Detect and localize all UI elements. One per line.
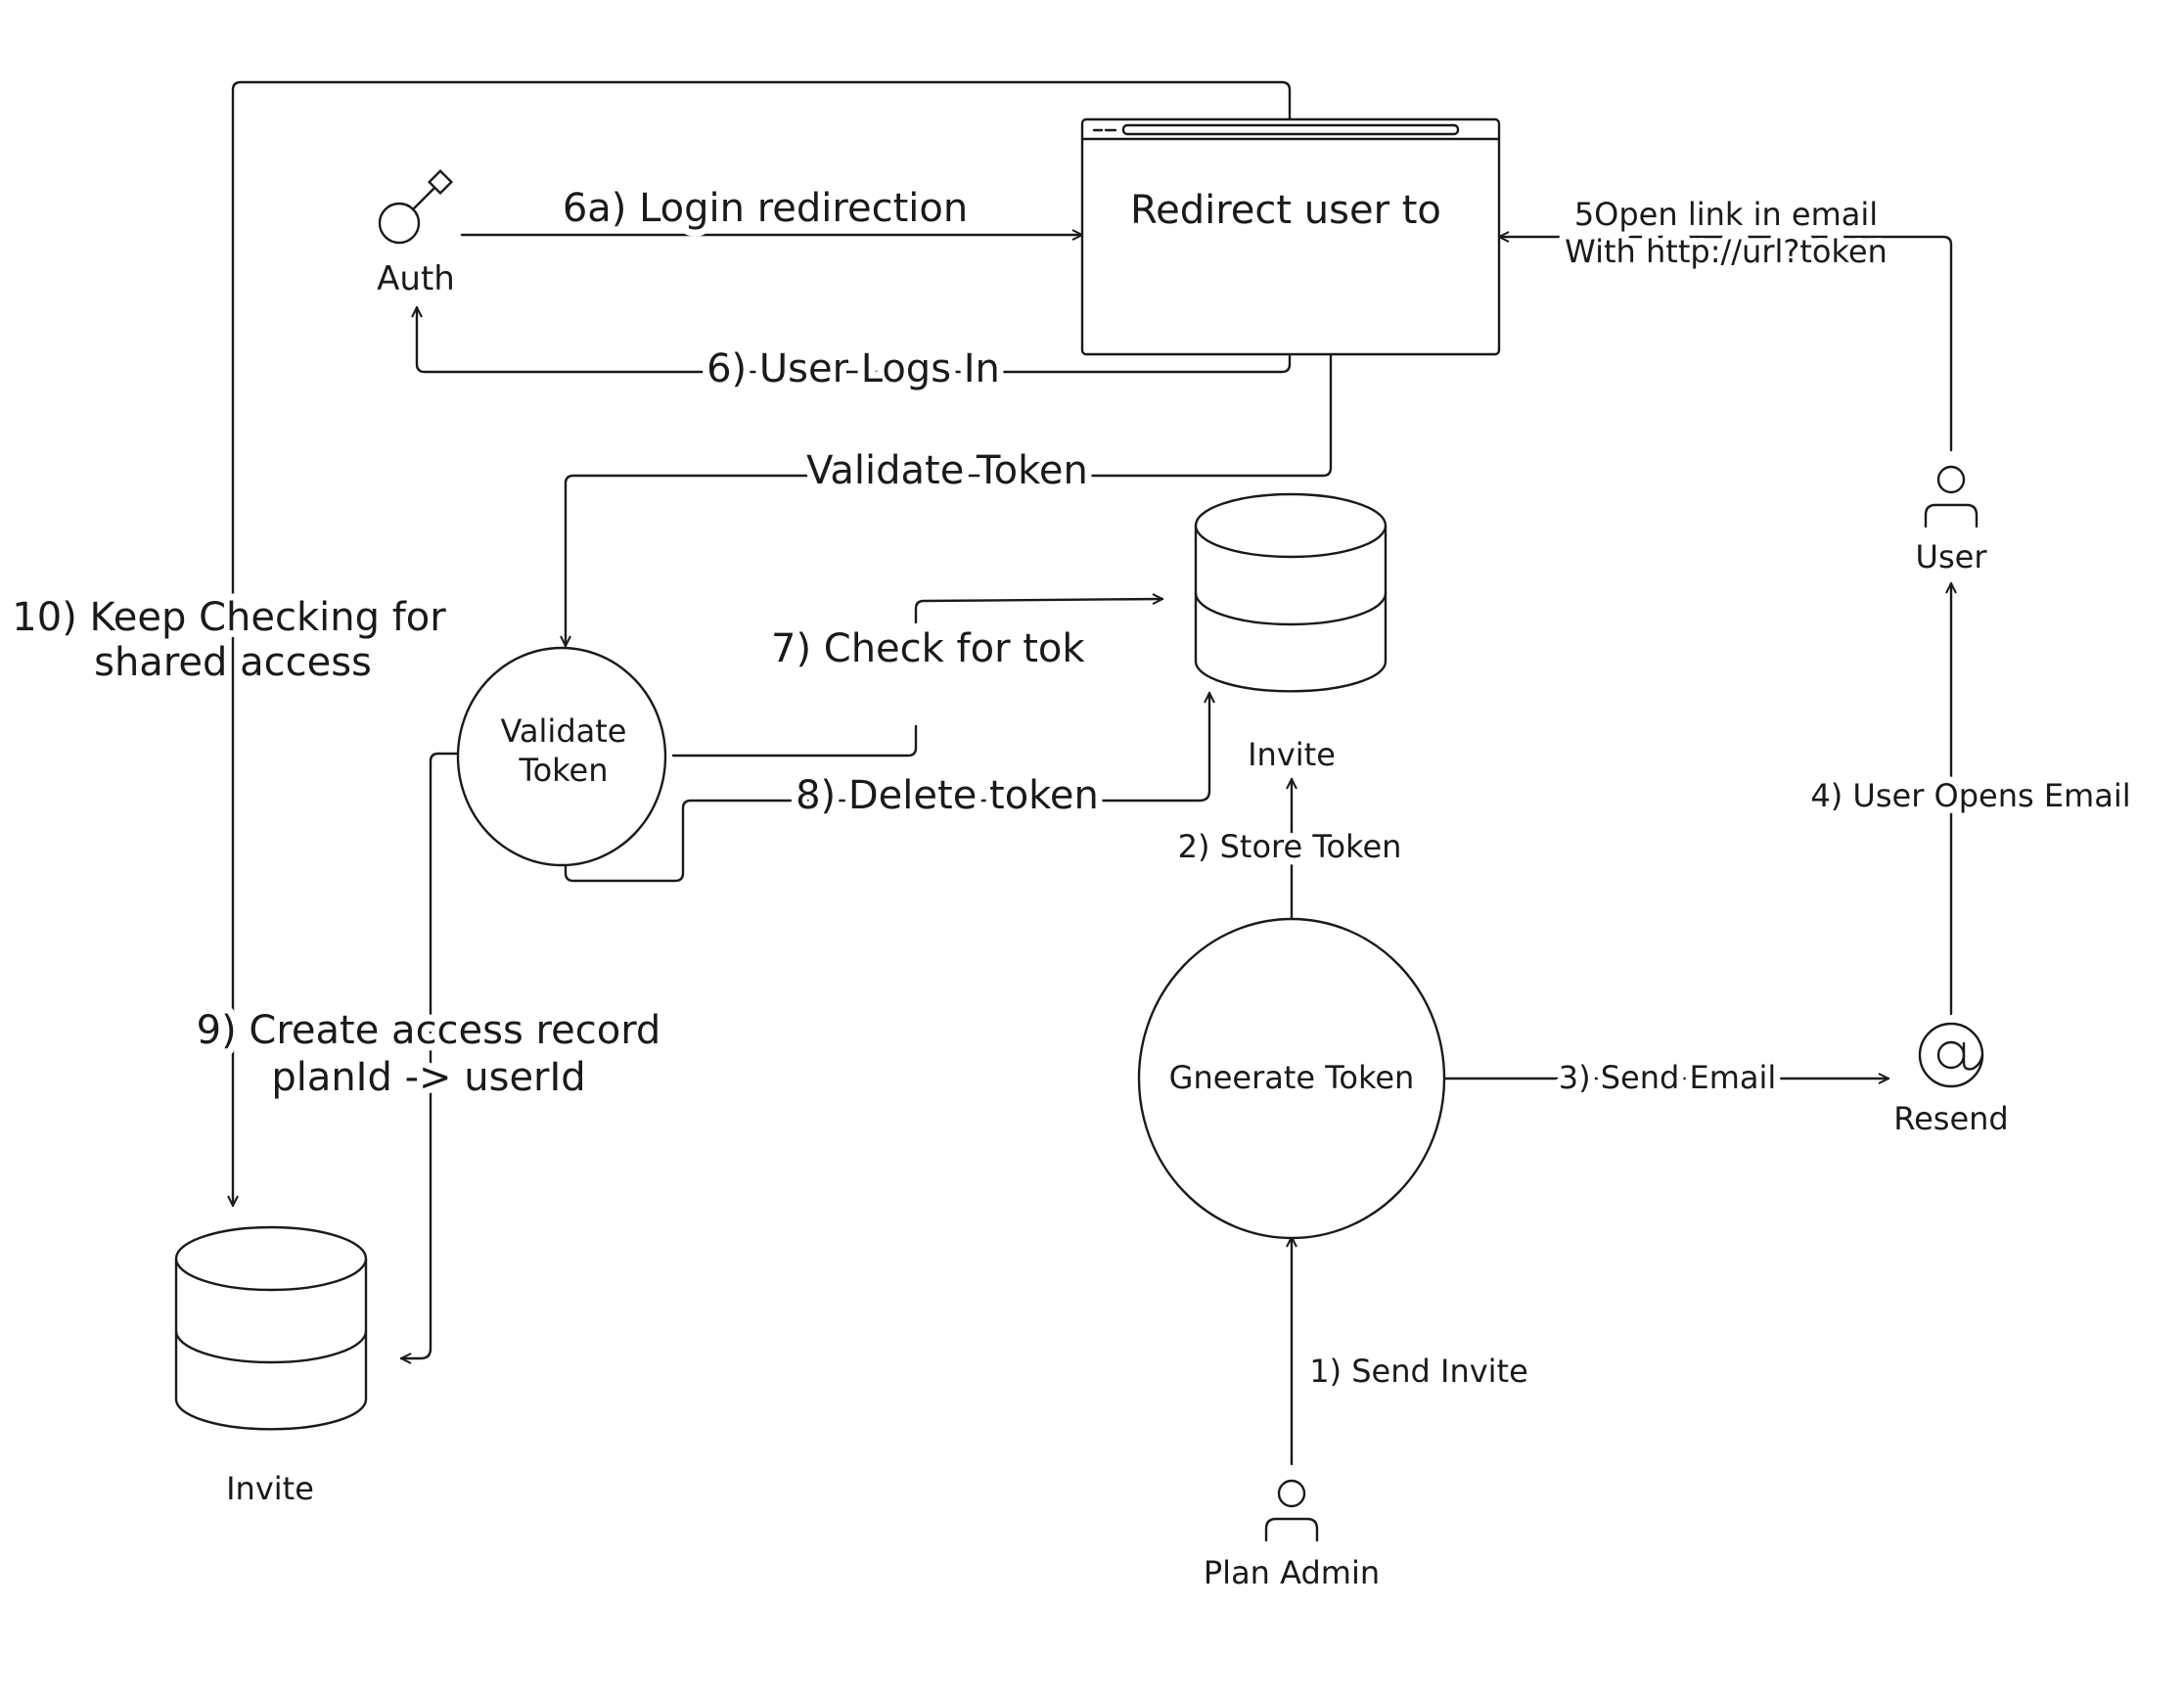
edge-label-validate-token: Validate Token bbox=[806, 448, 1088, 493]
edge-label-delete-token: 8) Delete token bbox=[796, 773, 1099, 818]
validate-token-node bbox=[456, 646, 667, 867]
edge-label-check-for-token: 7) Check for tok bbox=[771, 626, 1085, 671]
resend-label: Resend bbox=[1893, 1100, 2008, 1137]
edge-label-login-redirection: 6a) Login redirection bbox=[563, 186, 968, 231]
edge-create-access bbox=[399, 752, 460, 1358]
edge-label-user-logs-in: 6) User Logs In bbox=[706, 346, 1000, 391]
edge-label-send-email: 3) Send Email bbox=[1559, 1059, 1777, 1096]
edge-label-open-link-line2: With http://url?token bbox=[1565, 233, 1888, 270]
database-icon bbox=[1194, 492, 1388, 693]
generate-token-node bbox=[1137, 917, 1446, 1240]
validate-token-line2: Token bbox=[518, 752, 608, 789]
edge-label-create-access-line2: planId -> userId bbox=[271, 1055, 585, 1100]
user-label: User bbox=[1916, 538, 1988, 575]
edge-label-create-access-line1: 9) Create access record bbox=[197, 1008, 661, 1053]
invite-db-bottom-label: Invite bbox=[226, 1470, 314, 1507]
plan-admin-label: Plan Admin bbox=[1204, 1554, 1380, 1591]
edge-delete-token bbox=[564, 691, 1209, 883]
edge-label-keep-checking-line1: 10) Keep Checking for bbox=[12, 595, 446, 640]
key-icon bbox=[378, 168, 454, 245]
validate-token-line1: Validate bbox=[501, 712, 627, 750]
at-sign-icon bbox=[1918, 1022, 1984, 1088]
person-icon bbox=[1264, 1479, 1319, 1542]
edge-keep-checking bbox=[233, 80, 1292, 1208]
edge-open-link bbox=[1497, 237, 1953, 452]
browser-window-icon bbox=[1080, 117, 1501, 356]
database-icon bbox=[174, 1225, 368, 1431]
edge-label-store-token: 2) Store Token bbox=[1178, 828, 1402, 865]
edge-label-keep-checking-line2: shared access bbox=[94, 640, 372, 685]
edge-label-open-link-line1: 5Open link in email bbox=[1574, 196, 1878, 233]
browser-label: Redirect user to bbox=[1130, 188, 1441, 233]
edge-label-send-invite: 1) Send Invite bbox=[1309, 1353, 1528, 1390]
edge-check-for-token bbox=[671, 599, 1162, 758]
generate-token-label: Gneerate Token bbox=[1169, 1059, 1415, 1096]
edge-user-logs-in bbox=[417, 305, 1292, 374]
invite-db-top-label: Invite bbox=[1248, 736, 1336, 773]
person-icon bbox=[1924, 465, 1979, 528]
edge-label-user-opens-email: 4) User Opens Email bbox=[1810, 777, 2130, 814]
edge-validate-token bbox=[566, 354, 1333, 648]
auth-label: Auth bbox=[377, 259, 455, 298]
